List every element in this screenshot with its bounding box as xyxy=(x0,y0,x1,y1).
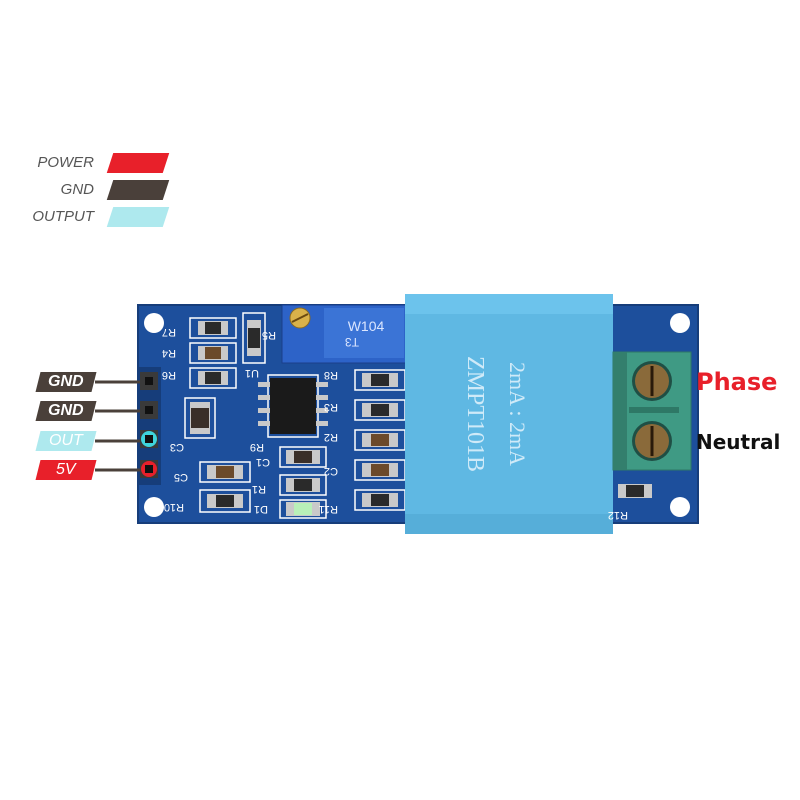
transformer-model: ZMPT101B xyxy=(462,356,488,472)
silk-c3: C3 xyxy=(170,441,184,453)
mounting-hole-bl xyxy=(144,497,164,517)
legend-label-gnd: GND xyxy=(60,181,94,198)
silk-r3: R3 xyxy=(324,401,338,413)
legend-label-power: POWER xyxy=(37,154,94,171)
silkscreen-text: R7 R4 R6 R5 U1 R8 R3 C3 C5 R9 C1 R2 C2 R… xyxy=(162,326,628,521)
mounting-hole-tl xyxy=(144,313,164,333)
pin-tag-gnd-2: GND xyxy=(35,401,97,421)
silk-r2: R2 xyxy=(324,431,338,443)
zmpt101b-transformer xyxy=(405,294,613,534)
pin-tag-out: OUT xyxy=(35,431,97,451)
silk-u1: U1 xyxy=(245,367,259,379)
screw-terminal-block xyxy=(612,351,692,471)
pot-marking-2: T3 xyxy=(345,335,359,349)
silk-r4: R4 xyxy=(162,347,176,359)
transformer-rating: 2mA : 2mA xyxy=(505,362,530,466)
silk-c5: C5 xyxy=(174,471,188,483)
silk-d1: D1 xyxy=(254,503,268,515)
pin-tag-5v: 5V xyxy=(35,460,97,480)
silk-r9: R9 xyxy=(250,441,264,453)
mounting-hole-br xyxy=(670,497,690,517)
silk-c2: C2 xyxy=(324,465,338,477)
terminal-label-phase: Phase xyxy=(696,368,778,396)
silk-r5: R5 xyxy=(262,329,276,341)
silk-r1: R1 xyxy=(252,483,266,495)
pot-marking: W104 xyxy=(348,318,385,334)
terminal-label-neutral: Neutral xyxy=(696,430,781,454)
pin-tag-gnd-1: GND xyxy=(35,372,97,392)
silk-r6: R6 xyxy=(162,369,176,381)
smd-components xyxy=(190,320,652,516)
mounting-hole-tr xyxy=(670,313,690,333)
silk-r10: R10 xyxy=(164,501,184,513)
legend-label-output: OUTPUT xyxy=(32,208,94,225)
trim-potentiometer xyxy=(281,304,407,364)
silk-r11: R11 xyxy=(319,503,338,515)
opamp-ic xyxy=(258,374,328,438)
silk-r12: R12 xyxy=(608,509,628,521)
silk-r7: R7 xyxy=(162,326,176,338)
silk-c1: C1 xyxy=(256,456,270,468)
silk-r8: R8 xyxy=(324,369,338,381)
silkscreen-outlines xyxy=(184,312,406,519)
